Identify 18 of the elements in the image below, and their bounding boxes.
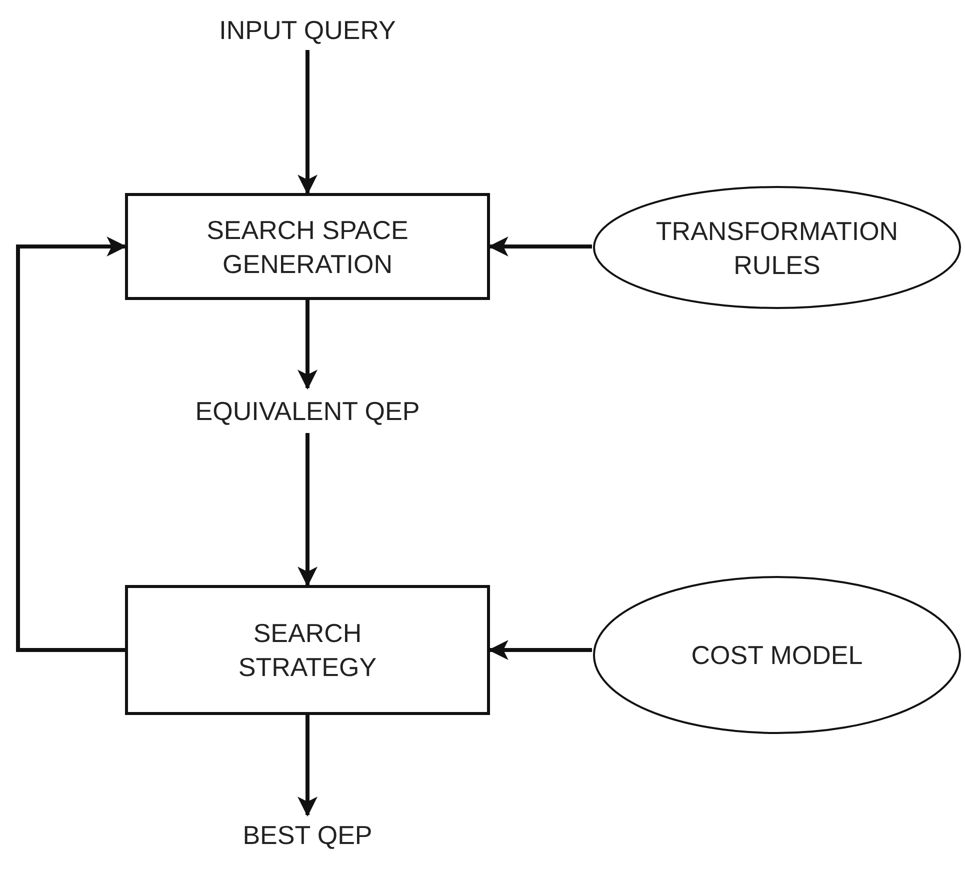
arrow: [16, 236, 127, 652]
input-ellipse: [592, 575, 962, 735]
node-text: EQUIVALENT QEP: [195, 394, 420, 428]
process-box: [125, 193, 490, 300]
arrow: [298, 715, 318, 817]
node-text: SEARCH SPACE GENERATION: [206, 214, 410, 280]
arrow: [298, 433, 318, 587]
arrow: [488, 640, 592, 660]
node-text: TRANSFORMATION RULES: [654, 214, 900, 282]
arrow: [298, 50, 318, 195]
process-box: [125, 585, 490, 715]
input-ellipse: [592, 185, 962, 310]
node-text: BEST QEP: [242, 819, 372, 852]
arrow: [488, 236, 592, 256]
node-text: COST MODEL: [691, 639, 863, 672]
arrow: [298, 300, 318, 390]
node-text: INPUT QUERY: [219, 14, 396, 47]
node-text: SEARCH STRATEGY: [237, 617, 378, 684]
